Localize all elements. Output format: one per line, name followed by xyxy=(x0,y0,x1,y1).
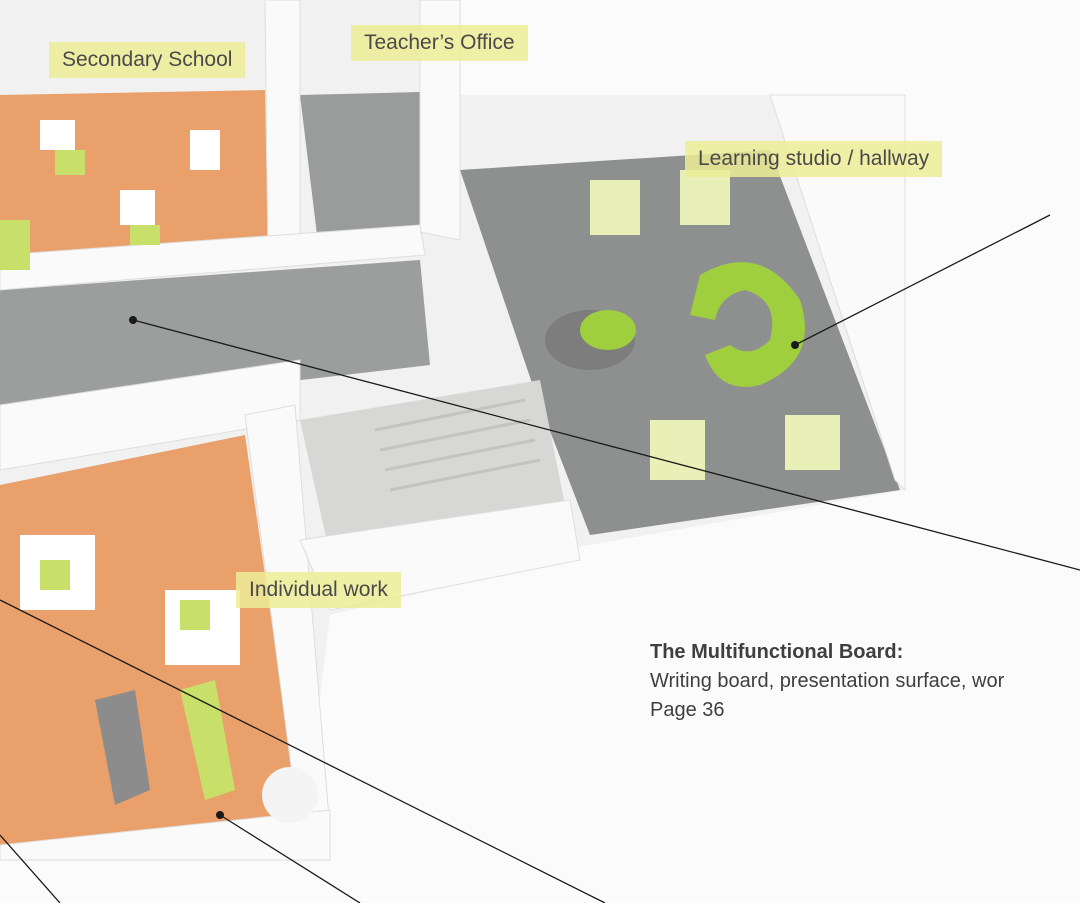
desk-cluster xyxy=(20,535,318,823)
corridor-floor xyxy=(0,260,430,415)
stair-step xyxy=(379,418,531,452)
caption-description: Writing board, presentation surface, wor xyxy=(650,670,1005,692)
caption-page-reference: Page 36 xyxy=(650,699,725,721)
stair-step xyxy=(384,438,536,472)
callout-line xyxy=(0,834,61,903)
callout-line xyxy=(132,319,1080,571)
wall xyxy=(264,0,301,263)
wall xyxy=(0,224,426,291)
desk-cluster xyxy=(590,170,840,480)
callout-line xyxy=(219,814,361,903)
callout-line xyxy=(0,599,606,903)
label-teachers-office: Teacher’s Office xyxy=(351,25,528,61)
callout-dot xyxy=(791,341,799,349)
wall xyxy=(769,94,906,492)
wall xyxy=(0,809,331,861)
lounge-seating xyxy=(545,262,805,387)
stair-step xyxy=(389,458,541,492)
multifunctional-board-caption: The Multifunctional Board: Writing board… xyxy=(650,638,1004,725)
wall xyxy=(0,359,301,471)
teachers-office-floor xyxy=(300,92,420,243)
callout-dot xyxy=(216,811,224,819)
callout-dot xyxy=(129,316,137,324)
label-secondary-school: Secondary School xyxy=(49,42,246,78)
stair-step xyxy=(374,398,526,432)
desk-cluster xyxy=(0,120,220,270)
label-individual-work: Individual work xyxy=(236,572,401,608)
label-learning-studio: Learning studio / hallway xyxy=(685,141,943,177)
caption-title: The Multifunctional Board: xyxy=(650,641,904,663)
callout-line xyxy=(794,214,1051,346)
